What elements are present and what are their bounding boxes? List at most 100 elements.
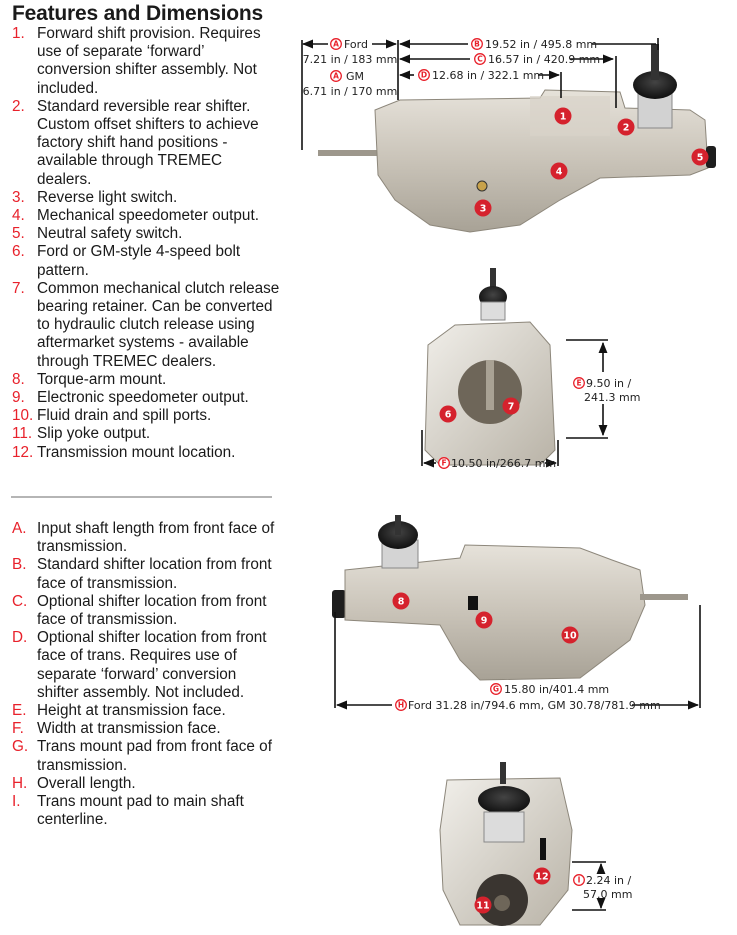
callout-badge: 7 [502,397,520,415]
badge-number: 10 [563,630,577,641]
badge-circle [392,592,410,610]
dimension-i-value-line2: 57.0 mm [583,888,632,901]
dimension-letter: G [493,685,499,694]
dimension-e-letter: E [573,377,585,389]
callout-badge: 8 [392,592,410,610]
dimension-letter: D [421,71,427,80]
callout-badge: 12 [533,867,551,885]
callout-badge: 2 [617,118,635,136]
dimension-definition-item: D.Optional shifter location from front f… [12,629,280,702]
badge-number: 5 [697,152,704,163]
dimension-definition-item-marker: E. [12,702,27,720]
side-view-bottom [332,515,688,681]
badge-number: 6 [445,409,452,420]
feature-item-text: Neutral safety switch. [37,225,183,243]
feature-item: 1. Forward shift provision. Requires use … [12,25,280,98]
dimension-letter: E [576,379,581,388]
dimension-letter: F [441,459,446,468]
feature-item-marker: 8. [12,370,25,388]
dimension-b-value: 19.52 in / 495.8 mm [485,38,597,51]
dimension-definition-item: E. Height at transmission face. [12,702,280,720]
dimension-a-gm-value: 6.71 in / 170 mm [303,85,398,98]
dimension-a-ford-letter: A [330,38,342,50]
dimension-b-letter: B [471,38,483,50]
dimension-definition-item-marker: G. [12,738,29,756]
dimension-a-ford-value: 7.21 in / 183 mm [303,53,398,66]
dimension-letter: I [578,876,581,885]
dimension-i-value-line1: 2.24 in / [586,874,632,887]
dimension-letter: A [333,40,339,49]
feature-item: 10.Fluid drain and spill ports. [12,407,280,425]
dimension-lines-front [421,339,608,468]
dimension-d-letter: D [418,69,430,81]
dimension-definition-item-text: Standard shifter location from front fac… [37,556,272,592]
dimension-h-letter: H [395,699,407,711]
feature-item-marker: 10. [12,407,34,425]
dimension-e-value-line1: 9.50 in / [586,377,632,390]
dimension-lines-rear [572,861,606,911]
feature-item-text: Forward shift provision. Requires use of… [37,25,261,97]
callout-badge: 9 [475,611,493,629]
dimension-definition-item-text: Height at transmission face. [37,702,226,720]
feature-item-marker: 1. [12,25,25,42]
dimension-letter: A [333,72,339,81]
dimension-lines-side-bottom [334,605,701,710]
feature-item: 12.Transmission mount location. [12,444,280,462]
dimension-a-gm-letter: A [330,70,342,82]
feature-item-text: Reverse light switch. [37,188,178,206]
feature-item-marker: 12. [12,443,34,461]
feature-item-text: Standard reversible rear shifter. Custom… [37,97,259,188]
feature-item: 7. Common mechanical clutch release beari… [12,280,280,371]
dimension-definition-item-text: Trans mount pad to main shaft centerline… [37,793,244,829]
dimension-definition-item: A.Input shaft length from front face of … [12,520,280,556]
section-divider [11,496,272,498]
feature-item-text: Transmission mount location. [37,443,236,461]
badge-circle [561,626,579,644]
callout-badge: 4 [550,162,568,180]
dimension-definition-item: F.Width at transmission face. [12,720,280,738]
feature-item-marker: 3. [12,188,25,206]
dimension-a-gm-label: GM [346,70,364,83]
dimension-letter: H [398,701,404,710]
dimension-definition-item-marker: D. [12,629,28,647]
dimension-c-value: 16.57 in / 420.9 mm [488,53,600,66]
feature-item-text: Ford or GM-style 4-speed bolt pattern. [37,243,241,279]
dimension-lines-top [301,38,659,150]
feature-item-text: Electronic speedometer output. [37,389,249,407]
dimension-c-letter: C [474,53,486,65]
badge-circle [502,397,520,415]
feature-item-marker: 5. [12,225,25,243]
dimension-definition-item-text: Trans mount pad from front face of trans… [37,738,272,774]
feature-item: 8.Torque-arm mount. [12,371,280,389]
dimension-letter: B [474,40,480,49]
feature-item-text: Common mechanical clutch release bearing… [37,279,280,370]
dimension-f-letter: F [438,457,450,469]
dimension-definition-item-text: Optional shifter location from front fac… [37,592,267,629]
feature-item: 6.Ford or GM-style 4-speed bolt pattern. [12,243,280,279]
badge-circle [474,199,492,217]
feature-item-marker: 7. [12,279,25,297]
badge-number: 4 [556,166,563,177]
dimension-definition-item: H. Overall length. [12,775,280,793]
dimension-i-letter: I [573,874,585,886]
feature-item-marker: 11. [12,425,33,443]
feature-item: 4.Mechanical speedometer output. [12,207,280,225]
callout-badge: 6 [439,405,457,423]
badge-circle [691,148,709,166]
feature-item-text: Fluid drain and spill ports. [37,407,212,425]
dimension-definition-item-text: Overall length. [37,774,136,792]
feature-item-marker: 9. [12,389,25,407]
feature-item-marker: 2. [12,97,25,115]
dimension-definition-item-marker: H. [12,774,28,792]
dimension-definition-item-marker: C. [12,592,28,610]
badge-number: 12 [535,871,548,882]
dimension-e-value-line2: 241.3 mm [584,391,640,404]
badge-number: 11 [476,900,489,911]
dimension-definition-item: B.Standard shifter location from front f… [12,556,280,592]
callout-badge: 11 [474,896,492,914]
callout-badge: 5 [691,148,709,166]
dimension-definition-item-marker: I. [12,793,21,811]
badge-number: 9 [481,615,488,626]
